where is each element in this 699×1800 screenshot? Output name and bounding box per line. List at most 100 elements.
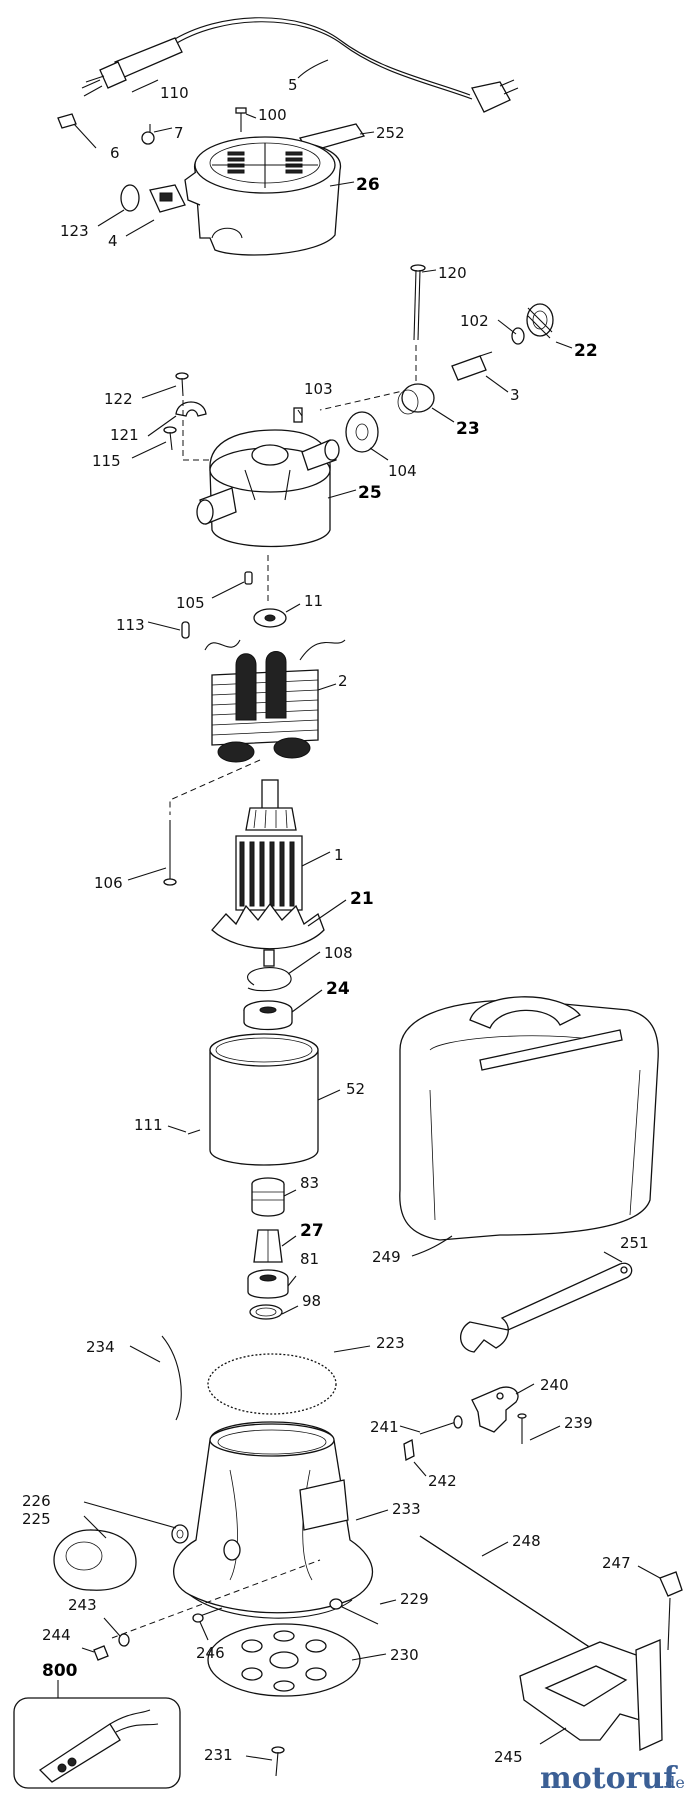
- label-251: 251: [620, 1234, 649, 1252]
- label-239: 239: [564, 1414, 593, 1432]
- label-115: 115: [92, 452, 121, 470]
- label-800: 800: [42, 1661, 78, 1681]
- label-7: 7: [174, 124, 184, 142]
- label-245: 245: [494, 1748, 523, 1766]
- label-241: 241: [370, 1418, 399, 1436]
- label-249: 249: [372, 1248, 401, 1266]
- label-2: 2: [338, 672, 348, 690]
- label-223: 223: [376, 1334, 405, 1352]
- label-234: 234: [86, 1338, 115, 1356]
- label-108: 108: [324, 944, 353, 962]
- label-3: 3: [510, 386, 520, 404]
- label-120: 120: [438, 264, 467, 282]
- label-11: 11: [304, 592, 323, 610]
- pin-103: [293, 407, 303, 423]
- label-5: 5: [288, 76, 298, 94]
- knob-225: [53, 1529, 137, 1591]
- collet-27: [253, 1229, 283, 1263]
- label-233: 233: [392, 1500, 421, 1518]
- label-242: 242: [428, 1472, 457, 1490]
- terminal-6: [57, 113, 77, 129]
- watermark-logo: motoruf .de: [540, 1761, 685, 1796]
- label-231: 231: [204, 1746, 233, 1764]
- label-105: 105: [176, 594, 205, 612]
- label-111: 111: [134, 1116, 163, 1134]
- label-100: 100: [258, 106, 287, 124]
- pin-239: [517, 1413, 527, 1444]
- wrench-251: [460, 1262, 633, 1353]
- leader-lines: [57, 59, 661, 1761]
- cord-clamp-121: [175, 401, 207, 417]
- spring-234: [161, 1335, 182, 1421]
- label-81: 81: [300, 1250, 319, 1268]
- label-225: 225: [22, 1510, 51, 1528]
- screw-100: [235, 107, 247, 132]
- label-52: 52: [346, 1080, 365, 1098]
- base-233: [173, 1421, 374, 1619]
- label-121: 121: [110, 426, 139, 444]
- washer-104: [345, 411, 379, 453]
- label-103: 103: [304, 380, 333, 398]
- part-labels: 110 5 100 252 6 7 26 123 4 120 102 22 3 …: [22, 76, 649, 1766]
- label-23: 23: [456, 419, 480, 439]
- screw-246: [192, 1607, 223, 1623]
- nut-242: [403, 1439, 415, 1461]
- label-246: 246: [196, 1644, 225, 1662]
- label-248: 248: [512, 1532, 541, 1550]
- inset-box-800: [13, 1697, 181, 1789]
- label-226: 226: [22, 1492, 51, 1510]
- plug: [471, 79, 519, 113]
- sub-base-230: [207, 1623, 361, 1697]
- guide-rod-248: [419, 1535, 595, 1651]
- collet-nut-81: [247, 1269, 289, 1299]
- armature-1: [235, 779, 303, 911]
- label-243: 243: [68, 1596, 97, 1614]
- label-244: 244: [42, 1626, 71, 1644]
- screw-106: [163, 820, 177, 886]
- label-123: 123: [60, 222, 89, 240]
- label-229: 229: [400, 1590, 429, 1608]
- brush-housing-25: [196, 429, 340, 548]
- label-113: 113: [116, 616, 145, 634]
- thumb-screw-247: [659, 1571, 683, 1651]
- label-104: 104: [388, 462, 417, 480]
- pin-113: [181, 621, 190, 639]
- screw-111: [187, 1129, 201, 1135]
- watermark-name: motoruf: [540, 1761, 678, 1796]
- carbon-brush-3: [451, 351, 493, 381]
- screw-122: [175, 372, 189, 397]
- screw-241: [419, 1415, 463, 1435]
- field-coil-2: [204, 639, 346, 763]
- label-22: 22: [574, 341, 598, 361]
- bearing-24: [243, 1000, 293, 1031]
- spindle-83: [251, 1177, 285, 1217]
- adjustment-ring-223: [207, 1353, 337, 1415]
- brush-cap-22: [526, 303, 554, 339]
- label-240: 240: [540, 1376, 569, 1394]
- edge-guide-245: [519, 1639, 663, 1751]
- label-21: 21: [350, 889, 374, 909]
- switch-cap-123: [120, 184, 140, 212]
- clamp-lever-240: [471, 1386, 519, 1433]
- bearing-11: [253, 608, 287, 628]
- label-25: 25: [358, 483, 382, 503]
- label-83: 83: [300, 1174, 319, 1192]
- label-102: 102: [460, 312, 489, 330]
- label-24: 24: [326, 979, 350, 999]
- label-122: 122: [104, 390, 133, 408]
- label-27: 27: [300, 1221, 324, 1241]
- washer-102: [511, 327, 525, 345]
- screw-229: [329, 1598, 379, 1625]
- pin-105: [244, 571, 253, 585]
- label-1: 1: [334, 846, 344, 864]
- switch-4: [149, 184, 186, 213]
- screw-115: [163, 426, 177, 451]
- terminal-7: [141, 124, 155, 145]
- label-230: 230: [390, 1646, 419, 1664]
- label-26: 26: [356, 175, 380, 195]
- label-4: 4: [108, 232, 118, 250]
- retaining-ring-108: [247, 967, 292, 992]
- screw-231: [271, 1746, 285, 1777]
- brush-holder-23: [397, 383, 435, 415]
